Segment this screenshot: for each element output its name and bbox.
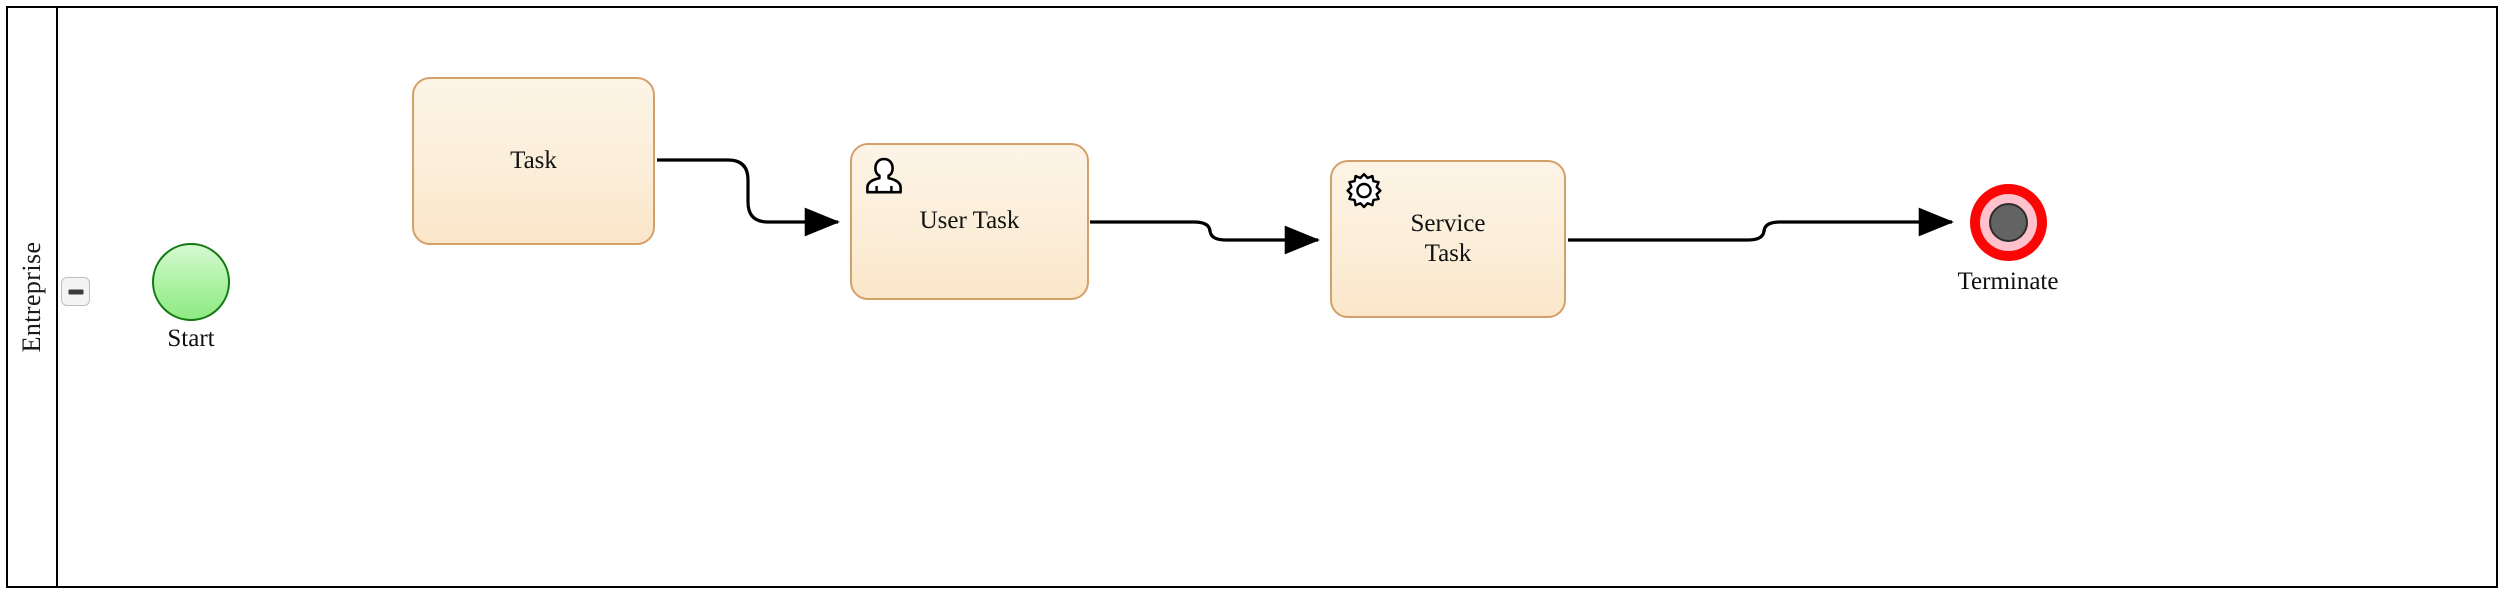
activity-user-task[interactable]: User Task — [850, 143, 1089, 300]
terminate-end-event[interactable] — [1970, 184, 2047, 261]
start-event-label: Start — [167, 325, 215, 352]
terminate-end-event-label: Terminate — [1957, 268, 2059, 295]
start-event[interactable] — [152, 243, 230, 321]
activity-task[interactable]: Task — [412, 77, 655, 245]
pool-lane-label: Entreprise — [17, 241, 46, 353]
activity-service-task-label: Service Task — [1410, 209, 1486, 268]
terminate-core — [1989, 203, 2028, 242]
pool-entreprise[interactable]: Entreprise — [6, 6, 2498, 588]
collapse-lane-button[interactable] — [61, 277, 90, 306]
user-icon — [866, 157, 902, 194]
activity-service-task[interactable]: Service Task — [1330, 160, 1566, 318]
activity-task-label: Task — [510, 146, 557, 174]
activity-user-task-label: User Task — [919, 207, 1020, 235]
minus-icon — [68, 289, 83, 294]
gear-icon — [1346, 173, 1382, 209]
terminate-ring-inner — [1980, 194, 2037, 251]
pool-header: Entreprise — [8, 8, 58, 586]
